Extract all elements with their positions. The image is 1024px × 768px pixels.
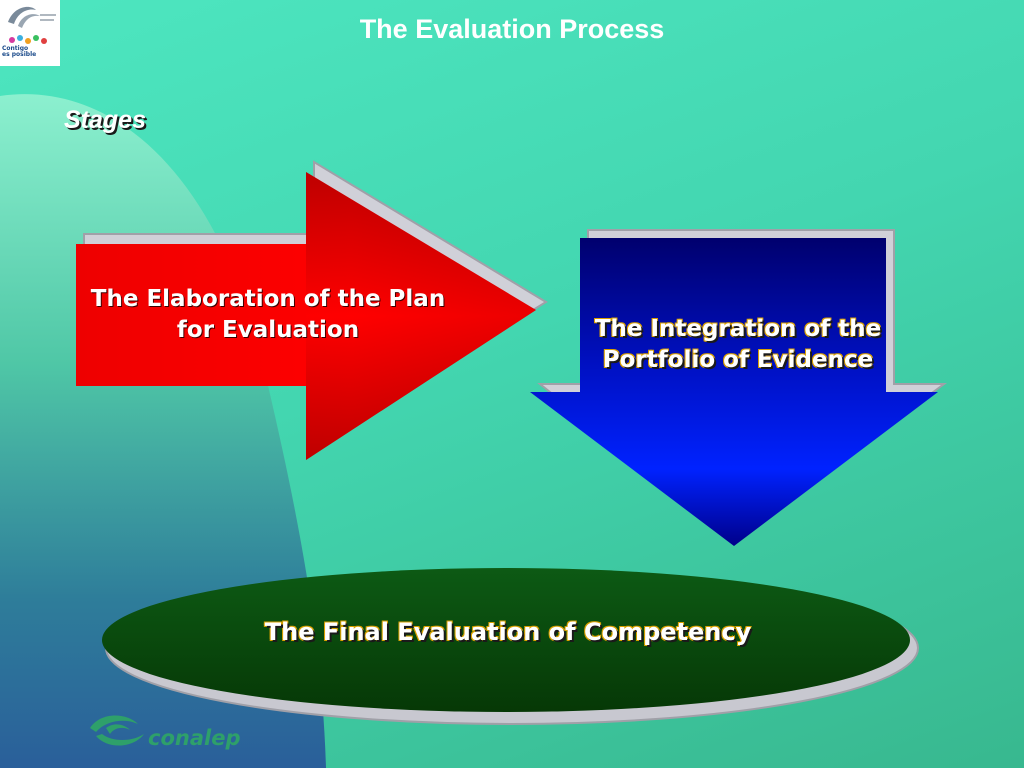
stage-3-label: The Final Evaluation of Competency	[264, 618, 752, 646]
stage-3-ellipse	[102, 568, 919, 725]
stage-2-label: The Integration of the Portfolio of Evid…	[594, 316, 882, 374]
stage-1-label: The Elaboration of the Plan for Evaluati…	[90, 286, 446, 344]
logo-text: Contigo es posible	[2, 46, 36, 58]
section-label: Stages	[64, 106, 146, 134]
government-logo: Contigo es posible	[0, 0, 60, 66]
footer-brand: conalep	[148, 726, 241, 750]
stage-1-arrow	[76, 160, 548, 460]
slide-title: The Evaluation Process	[359, 14, 665, 44]
conalep-logo-icon	[90, 715, 144, 746]
logo-line-2: es posible	[2, 51, 37, 58]
stage-2-arrow	[530, 229, 948, 546]
logo-emblem-icon	[8, 6, 56, 44]
logo-line-1: Contigo	[2, 45, 29, 52]
